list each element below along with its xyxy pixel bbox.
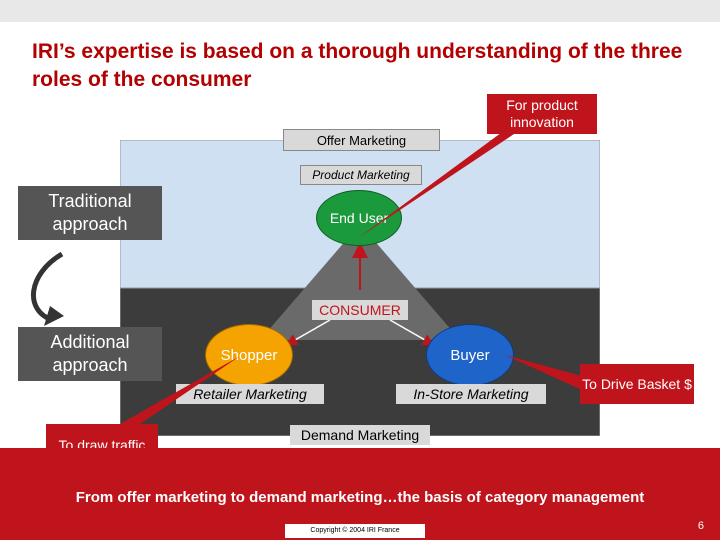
product-innovation-callout: For product innovation <box>487 94 597 134</box>
consumer-roles-diagram <box>120 140 600 436</box>
drive-basket-label: To Drive Basket $ <box>582 375 692 392</box>
retailer-marketing-box: Retailer Marketing <box>176 384 324 404</box>
drive-basket-callout: To Drive Basket $ <box>580 364 694 404</box>
offer-marketing-box: Offer Marketing <box>283 129 440 151</box>
footer-tagline: From offer marketing to demand marketing… <box>75 489 645 506</box>
in-store-marketing-box: In-Store Marketing <box>396 384 546 404</box>
retailer-marketing-label: Retailer Marketing <box>193 386 307 402</box>
offer-marketing-label: Offer Marketing <box>316 132 407 148</box>
end-user-label: End User <box>329 210 389 226</box>
arrow-consumer-to-shopper <box>285 319 331 346</box>
demand-marketing-box: Demand Marketing <box>290 425 430 445</box>
slide-title: IRI’s expertise is based on a thorough u… <box>32 40 683 91</box>
product-marketing-label: Product Marketing <box>312 168 410 182</box>
copyright-notice: Copyright © 2004 IRI France <box>285 524 425 538</box>
pointer-draw-traffic <box>120 356 240 424</box>
curved-arrow <box>30 251 64 323</box>
top-bar <box>0 0 720 22</box>
product-innovation-label: For product innovation <box>506 97 578 130</box>
buyer-label: Buyer <box>450 346 490 364</box>
additional-approach-label: Additional approach <box>50 332 130 375</box>
product-marketing-box: Product Marketing <box>300 165 422 185</box>
page-number: 6 <box>697 520 704 532</box>
in-store-marketing-label: In-Store Marketing <box>413 386 529 402</box>
traditional-approach-callout: Traditional approach <box>18 186 162 240</box>
pointer-product-innovation <box>358 130 520 238</box>
buyer-node: Buyer <box>426 324 514 386</box>
additional-approach-callout: Additional approach <box>18 327 162 381</box>
consumer-label-box: CONSUMER <box>312 300 408 320</box>
traditional-approach-label: Traditional approach <box>48 191 132 234</box>
consumer-label: CONSUMER <box>319 302 401 318</box>
demand-marketing-label: Demand Marketing <box>300 427 420 443</box>
arrow-consumer-to-buyer <box>389 319 435 346</box>
curved-arrow-head <box>44 306 64 326</box>
pointer-drive-basket <box>505 355 582 390</box>
